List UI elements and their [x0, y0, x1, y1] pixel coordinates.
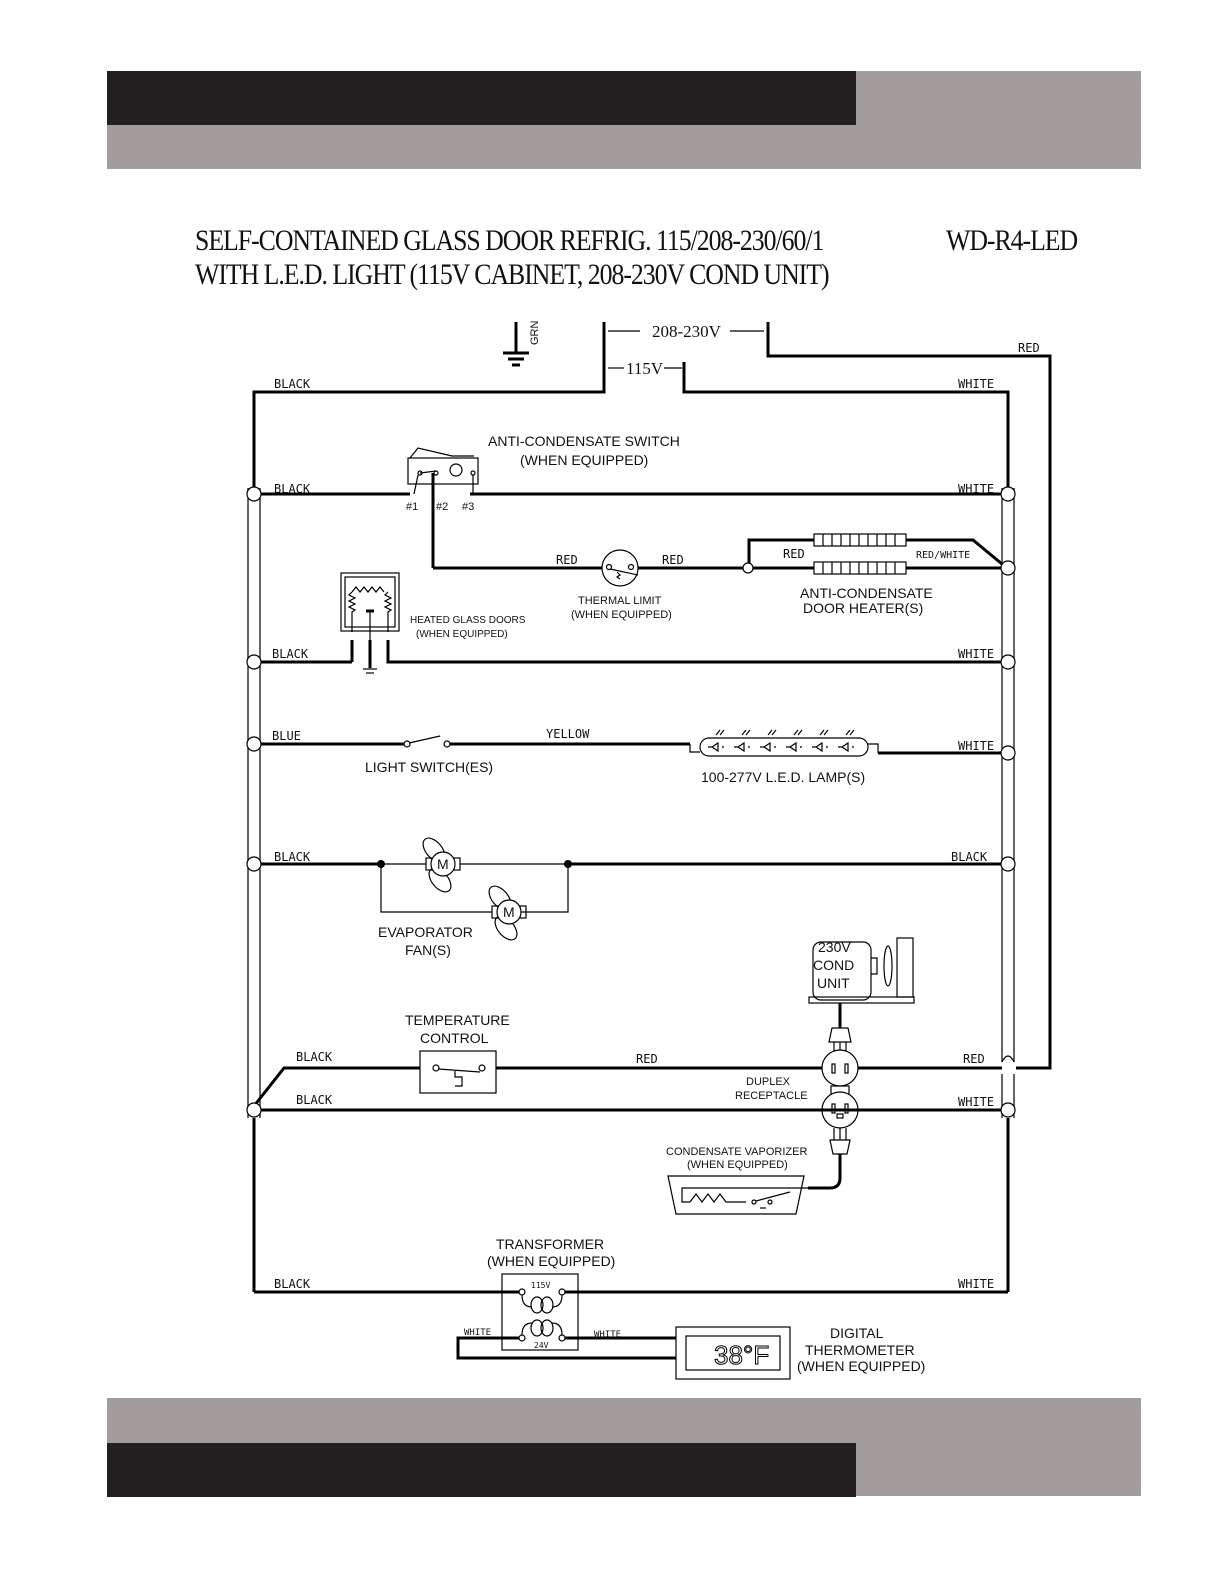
- heated-glass-label: HEATED GLASS DOORS: [410, 615, 526, 626]
- thermometer-reading: 38°F: [714, 1340, 769, 1370]
- cond-unit-label-2: COND: [813, 957, 854, 973]
- wire-label: RED: [1018, 341, 1040, 355]
- right-bus-bar: [1001, 488, 1015, 1292]
- led-lamp: [689, 729, 879, 757]
- transformer-secondary-label: 24V: [534, 1341, 549, 1350]
- wire-label: WHITE: [958, 482, 994, 496]
- condensate-vaporizer: [667, 1175, 808, 1215]
- wire-label: BLACK: [274, 377, 311, 391]
- transformer-label: TRANSFORMER: [496, 1236, 604, 1252]
- evaporator-fans-label: EVAPORATOR: [378, 924, 473, 940]
- vaporizer-note: (WHEN EQUIPPED): [687, 1159, 788, 1171]
- temperature-control-label: TEMPERATURE: [405, 1012, 510, 1028]
- wire-label: WHITE: [958, 1095, 994, 1109]
- duplex-receptacle: [808, 1049, 859, 1190]
- wire-label: WHITE: [464, 1328, 491, 1338]
- anti-condensate-switch-label: ANTI-CONDENSATE SWITCH: [488, 433, 680, 449]
- wire-label: YELLOW: [546, 727, 590, 741]
- cond-unit-label-1: 230V: [818, 939, 851, 955]
- wire-label: RED: [662, 553, 684, 567]
- diagram-title: SELF-CONTAINED GLASS DOOR REFRIG. 115/20…: [195, 224, 824, 257]
- heated-glass-note: (WHEN EQUIPPED): [416, 629, 508, 640]
- wire-label: BLACK: [296, 1050, 333, 1064]
- thermometer-label: DIGITAL: [830, 1325, 884, 1341]
- wire-label: BLACK: [951, 850, 988, 864]
- wire-label: WHITE: [958, 377, 994, 391]
- wire-label: WHITE: [594, 1330, 621, 1340]
- ground-symbol: GRN: [503, 321, 541, 367]
- wire-label: RED: [963, 1052, 985, 1066]
- left-bus-bar: [247, 488, 261, 1292]
- wire-label: WHITE: [958, 1277, 994, 1291]
- footer-band-dark: [107, 1443, 856, 1497]
- light-switch-label: LIGHT SWITCH(ES): [365, 759, 493, 775]
- heated-glass-doors: [340, 572, 1008, 674]
- evaporator-fan-motor-2: M: [488, 885, 527, 941]
- evaporator-fans-label-2: FAN(S): [405, 942, 451, 958]
- wire-label: WHITE: [958, 739, 994, 753]
- vaporizer-label: CONDENSATE VAPORIZER: [666, 1146, 807, 1158]
- transformer: 115V 24V: [501, 1273, 579, 1351]
- led-lamp-label: 100-277V L.E.D. LAMP(S): [701, 769, 865, 785]
- evaporator-fan-motor-1: M: [422, 837, 461, 893]
- transformer-primary-label: 115V: [531, 1281, 550, 1290]
- door-heater-label-2: DOOR HEATER(S): [803, 600, 923, 616]
- door-heater-2: [813, 561, 907, 575]
- motor-symbol: M: [437, 856, 449, 872]
- condensing-unit: [808, 937, 915, 1054]
- supply-terminals: 208-230V 115V: [252, 322, 1052, 1070]
- wire-label: BLACK: [272, 647, 309, 661]
- switch-terminal-1: #1: [406, 501, 418, 513]
- wire-label: BLACK: [274, 482, 311, 496]
- duplex-label: DUPLEX: [746, 1076, 791, 1088]
- switch-terminal-2: #2: [436, 501, 448, 513]
- wire-label: BLACK: [274, 1277, 311, 1291]
- motor-symbol: M: [503, 904, 515, 920]
- thermal-limit-label: THERMAL LIMIT: [578, 595, 662, 607]
- door-heater-label: ANTI-CONDENSATE: [800, 585, 933, 601]
- anti-condensate-switch-note: (WHEN EQUIPPED): [520, 452, 648, 468]
- header-band-dark: [107, 71, 856, 125]
- digital-thermometer: 38°F: [675, 1326, 791, 1380]
- temperature-control: [419, 1050, 497, 1094]
- ground-label: GRN: [529, 321, 541, 346]
- transformer-note: (WHEN EQUIPPED): [487, 1253, 615, 1269]
- model-number: WD-R4-LED: [946, 224, 1078, 257]
- wire-label: RED: [636, 1052, 658, 1066]
- door-heater-1: [813, 533, 907, 547]
- anti-condensate-switch: [407, 447, 479, 568]
- wire-label: WHITE: [958, 647, 994, 661]
- thermometer-note: (WHEN EQUIPPED): [797, 1358, 925, 1374]
- bus-nodes: [246, 486, 1016, 1118]
- thermal-limit-note: (WHEN EQUIPPED): [571, 609, 672, 621]
- thermometer-label-2: THERMOMETER: [805, 1342, 915, 1358]
- diagram-subtitle: WITH L.E.D. LIGHT (115V CABINET, 208-230…: [195, 258, 830, 291]
- wire-label: RED: [556, 553, 578, 567]
- voltage-208-230-label: 208-230V: [652, 322, 722, 341]
- switch-terminal-3: #3: [462, 501, 474, 513]
- wire-label: RED: [783, 547, 805, 561]
- wire-label: BLACK: [274, 850, 311, 864]
- thermal-limit: [601, 549, 639, 587]
- cond-unit-label-3: UNIT: [817, 975, 850, 991]
- wire-label: RED/WHITE: [916, 550, 970, 561]
- wire-label: BLACK: [296, 1093, 333, 1107]
- duplex-label-2: RECEPTACLE: [735, 1090, 808, 1102]
- temperature-control-label-2: CONTROL: [420, 1030, 489, 1046]
- wire-label: BLUE: [272, 729, 301, 743]
- voltage-115-label: 115V: [626, 359, 664, 378]
- light-switch: [403, 735, 451, 748]
